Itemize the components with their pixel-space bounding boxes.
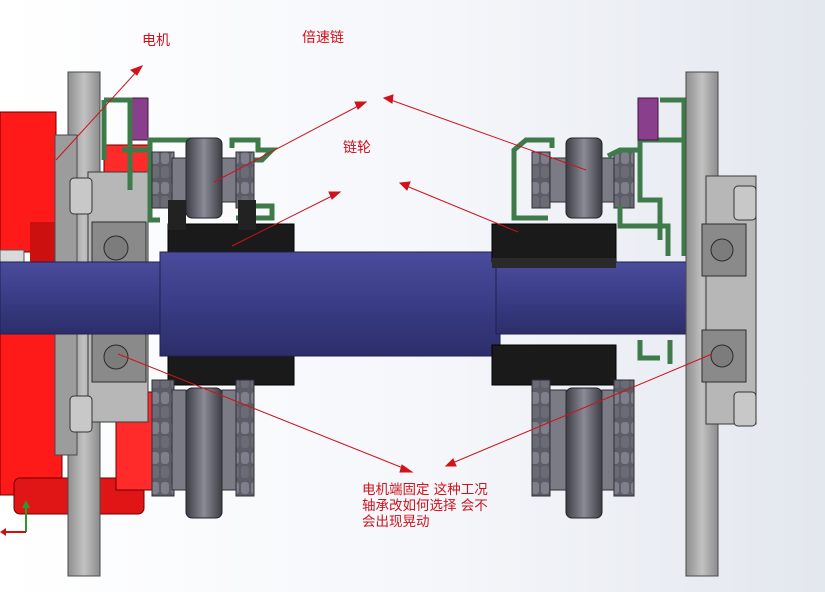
question-annotation: 电机端固定 这种工况 轴承改如何选择 会不 会出现晃动	[362, 482, 532, 530]
left-chain-guide-bracket	[101, 97, 279, 223]
motor-label: 电机	[142, 33, 170, 49]
question-line: 会出现晃动	[362, 514, 430, 530]
left-lower-sprocket	[151, 379, 255, 519]
annotation-arrows	[55, 65, 713, 473]
sprocket-label: 链轮	[343, 140, 371, 156]
question-line: 轴承改如何选择 会不	[362, 498, 488, 514]
question-line: 电机端固定 这种工况	[362, 482, 488, 498]
right-lower-bracket	[637, 340, 673, 364]
right-purple-block	[637, 97, 659, 141]
speed-chain-label: 倍速链	[302, 30, 344, 46]
right-bearing-housing	[685, 71, 757, 577]
right-upper-sprocket	[531, 137, 635, 219]
left-upper-sprocket	[151, 137, 255, 219]
right-lower-sprocket	[531, 379, 635, 519]
right-sprocket-hub	[491, 223, 617, 386]
axis-triad-icon	[0, 500, 30, 536]
